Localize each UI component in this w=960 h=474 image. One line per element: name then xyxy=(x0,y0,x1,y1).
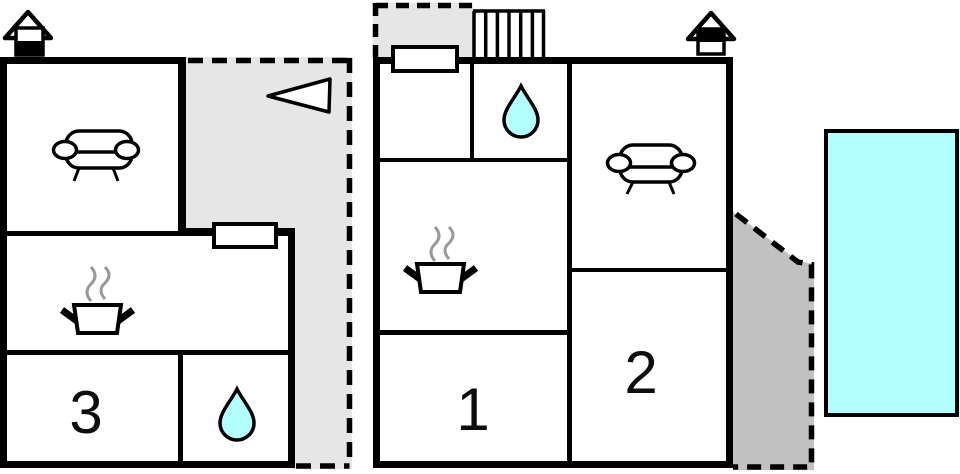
right-building-walls xyxy=(373,57,733,468)
sofa-icon xyxy=(51,129,141,182)
room-label-2: 2 xyxy=(624,339,657,406)
sofa-icon xyxy=(605,143,697,195)
right-building-window xyxy=(391,45,459,73)
room-label-1: 1 xyxy=(456,376,489,443)
chimney-icon xyxy=(685,10,737,56)
terrace-right xyxy=(733,211,815,470)
terrace-left xyxy=(182,57,353,469)
room-label-3: 3 xyxy=(69,379,102,446)
cooking-pot-icon xyxy=(402,225,479,294)
swimming-pool xyxy=(824,129,959,417)
chimney-icon xyxy=(2,9,54,57)
water-drop-icon xyxy=(502,82,540,139)
stairs-icon xyxy=(472,9,546,57)
water-drop-icon xyxy=(218,385,256,442)
cooking-pot-icon xyxy=(59,265,136,335)
left-building-window xyxy=(212,222,278,249)
triangle-arrow-icon xyxy=(266,77,332,114)
